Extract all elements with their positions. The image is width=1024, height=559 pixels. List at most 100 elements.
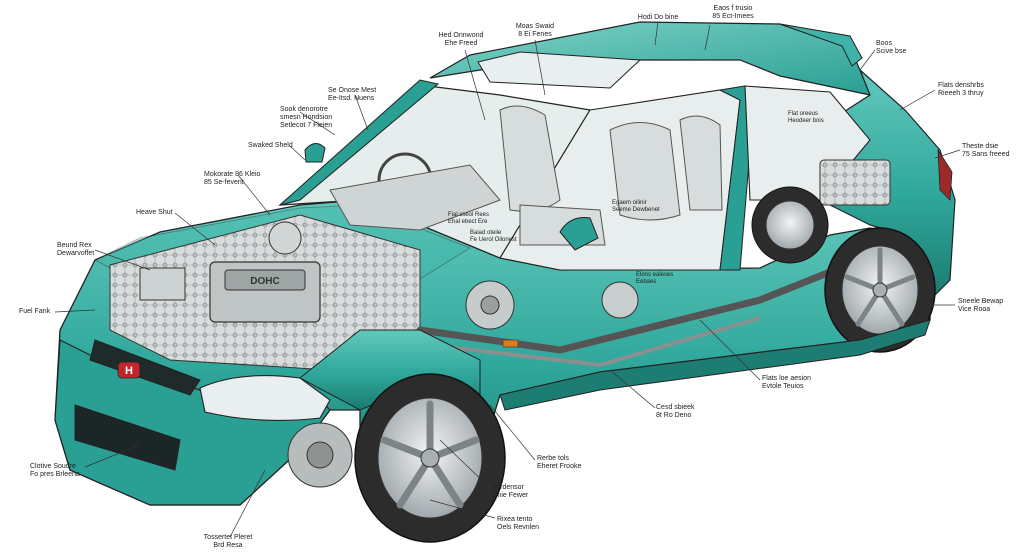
label-line: Mokorate 86 Kleio xyxy=(204,171,261,178)
label-line: Flats loe aesion xyxy=(762,375,812,382)
leader-lines xyxy=(54,21,961,538)
label-line: Ehe Freed xyxy=(444,40,478,47)
label-line: Ehal ebect Ere xyxy=(448,219,488,225)
label-line: Sook denorotre xyxy=(280,106,328,113)
label-rerbe-tels: Rerbe tols Eheret Frooke xyxy=(537,455,581,471)
label-line: 8t Ro Deno xyxy=(656,412,692,419)
label-sneele-bewap: Sneele Bewap Vice Rooa xyxy=(958,298,1003,314)
label-moas-swaid: Moas Swaid 8 Ei Fenes xyxy=(516,23,554,39)
dashboard xyxy=(329,164,501,231)
label-line: 85 Ect-Imees xyxy=(712,13,754,20)
label-line: Fe Uerol Oilonest xyxy=(470,237,517,243)
label-line: Egaem oilinir xyxy=(612,200,647,206)
label-line: 8 Ei Fenes xyxy=(518,31,552,38)
orange-sensor xyxy=(502,339,519,348)
label-swaked-sheeld: Swaked Sheld xyxy=(248,142,293,150)
label-line: 85 Se-fevent xyxy=(204,179,244,186)
label-line: Swaked Sheld xyxy=(248,142,293,149)
label-fordensor: Fordensor Onie Fewer xyxy=(492,484,528,500)
rear-spoiler xyxy=(779,23,863,67)
differential xyxy=(601,281,639,319)
interior-label: Fial sseol Rees Ehal ebect Ere xyxy=(448,212,489,226)
label-line: Se Onose Mest xyxy=(328,87,377,94)
label-line: Hed Onnwond xyxy=(438,32,484,39)
label-line: Vice Rooa xyxy=(958,306,991,313)
driveshaft xyxy=(416,256,864,354)
label-line: Eaos f trusio xyxy=(713,5,753,12)
interior-label: Flat oreeus Heodeer bois xyxy=(788,111,824,125)
engine-marking: DOHC xyxy=(250,276,279,287)
label-theste-dsie: Theste dsie 75 Sans freeed xyxy=(962,143,1009,159)
label-monkorate-keiio: Mokorate 86 Kleio 85 Se-fevent xyxy=(204,171,260,187)
lower-grille xyxy=(74,404,181,471)
label-line: Scive bse xyxy=(876,48,907,55)
brand-badge-plate xyxy=(117,361,141,379)
label-line: Oels Revnlen xyxy=(497,524,540,531)
rear-suspension xyxy=(819,159,891,206)
label-line: smesn Hondsion xyxy=(280,114,333,121)
rear-wheel xyxy=(824,227,936,353)
label-line: Baiad oteiie xyxy=(470,230,502,236)
side-skirt xyxy=(499,319,931,411)
label-beunde-rex: Beund Rex Dewarvoffet xyxy=(57,242,94,258)
label-line: Eheret Frooke xyxy=(537,463,582,470)
label-line: Fuel Fank xyxy=(19,308,51,315)
exhaust-pipe xyxy=(429,316,761,368)
label-eaos-frusio: Eaos f trusio 85 Ect-Imees xyxy=(712,5,753,21)
label-se-onos-mest: Se Onose Mest Ee-Itsd. Nuens xyxy=(328,87,376,103)
side-mirror xyxy=(559,217,599,251)
interior-label: Egaem oilinir Seeme Dewbenet xyxy=(612,200,660,214)
label-head-unit: Hed Onnwond Ehe Freed xyxy=(439,32,484,48)
label-boos: Boos Scive bse xyxy=(876,40,906,56)
label-line: Beund Rex xyxy=(57,242,92,249)
front-fender xyxy=(299,329,481,411)
label-flats-frenks: Flats denshrbs Rieeeh 3 thruy xyxy=(938,82,984,98)
label-line: Flat oreeus xyxy=(788,111,819,117)
label-line: Clotive Soudre xyxy=(30,463,76,470)
valve-cover xyxy=(224,269,306,291)
label-line: Hodi Do bine xyxy=(637,14,679,21)
alternator-hub xyxy=(480,295,500,315)
label-line: Elons ealeses xyxy=(636,272,674,278)
label-line: Flats denshrbs xyxy=(938,82,984,89)
label-cesd-sieek: Cesd sbieek 8t Ro Deno xyxy=(656,404,695,420)
air-filter xyxy=(268,221,302,255)
spare-tire xyxy=(751,186,829,264)
interior-label: Baiad oteiie Fe Uerol Oilonest xyxy=(470,230,517,244)
brake-disc xyxy=(287,422,353,488)
label-line: Evtole Teuios xyxy=(762,383,804,390)
label-line: Heave Shut xyxy=(136,209,173,216)
label-line: Rixea tento xyxy=(497,516,533,523)
label-line: Seeme Dewbenet xyxy=(612,207,660,213)
label-line: Rieeeh 3 thruy xyxy=(938,90,984,97)
label-line: Onie Fewer xyxy=(492,492,529,499)
rear-seat xyxy=(609,115,723,221)
label-line: Tossertet Pleret xyxy=(203,534,253,541)
front-wheel xyxy=(354,373,506,543)
label-line: 75 Sans freeed xyxy=(962,151,1010,158)
label-line: Rerbe tols xyxy=(537,455,569,462)
label-hodi-dine: Hodi Do bine xyxy=(638,14,678,22)
brand-badge-text: H xyxy=(125,365,133,377)
label-line: Moas Swaid xyxy=(515,23,555,30)
label-line: Boos xyxy=(876,40,892,47)
interior-label: Elons ealeses Eebaes xyxy=(636,272,673,286)
a-pillar xyxy=(279,79,440,206)
label-line: Setlecot 7 Fleien xyxy=(280,122,333,129)
grille xyxy=(89,339,201,396)
label-line: Fordensor xyxy=(492,484,524,491)
label-flats-sesion: Flats loe aesion Evtole Teuios xyxy=(762,375,811,391)
label-line: Theste dsie xyxy=(962,143,999,150)
label-line: Cesd sbieek xyxy=(656,404,695,411)
label-line: Dewarvoffet xyxy=(57,250,95,257)
headlight xyxy=(199,375,331,421)
label-line: Brd Resa xyxy=(213,542,243,549)
label-clotive-soudre: Clotive Soudre Fo pres Brleena xyxy=(30,463,80,479)
label-line: Ee-Itsd. Nuens xyxy=(328,95,375,102)
label-line: Fo pres Brleena xyxy=(30,471,80,478)
label-line: Sneele Bewap xyxy=(958,298,1004,305)
taillight xyxy=(937,148,953,201)
label-fuel-tank: Fuel Fank xyxy=(19,308,50,316)
